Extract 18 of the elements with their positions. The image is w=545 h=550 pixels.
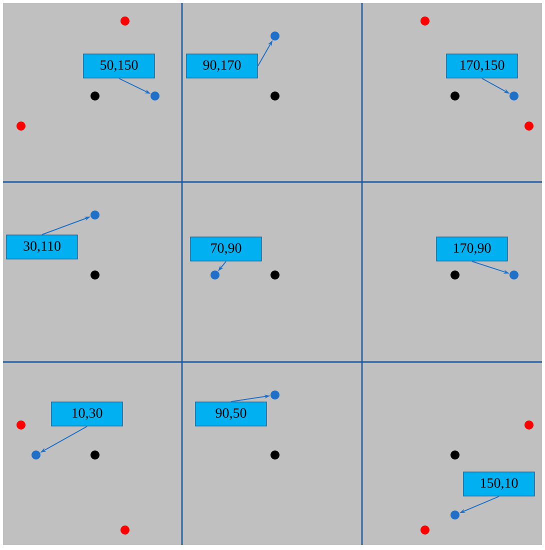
value-label-box: 70,90: [190, 236, 262, 262]
target-dot: [210, 270, 220, 280]
target-dot: [510, 92, 518, 100]
value-label-box: 30,110: [6, 234, 78, 260]
target-dot: [270, 32, 280, 40]
target-dot: [90, 210, 100, 220]
value-label-box: 90,50: [195, 402, 267, 426]
target-dot: [510, 270, 518, 280]
value-label-box: 150,10: [463, 472, 535, 496]
value-label-box: 170,150: [446, 54, 518, 78]
target-dot: [270, 390, 280, 400]
target-dot: [32, 450, 40, 460]
value-label-box: 170,90: [436, 236, 508, 262]
value-label-box: 10,30: [51, 402, 123, 426]
value-label-box: 50,150: [83, 54, 155, 78]
value-label-box: 90,170: [186, 54, 258, 78]
target-dot: [150, 92, 160, 100]
target-dot: [450, 510, 460, 520]
